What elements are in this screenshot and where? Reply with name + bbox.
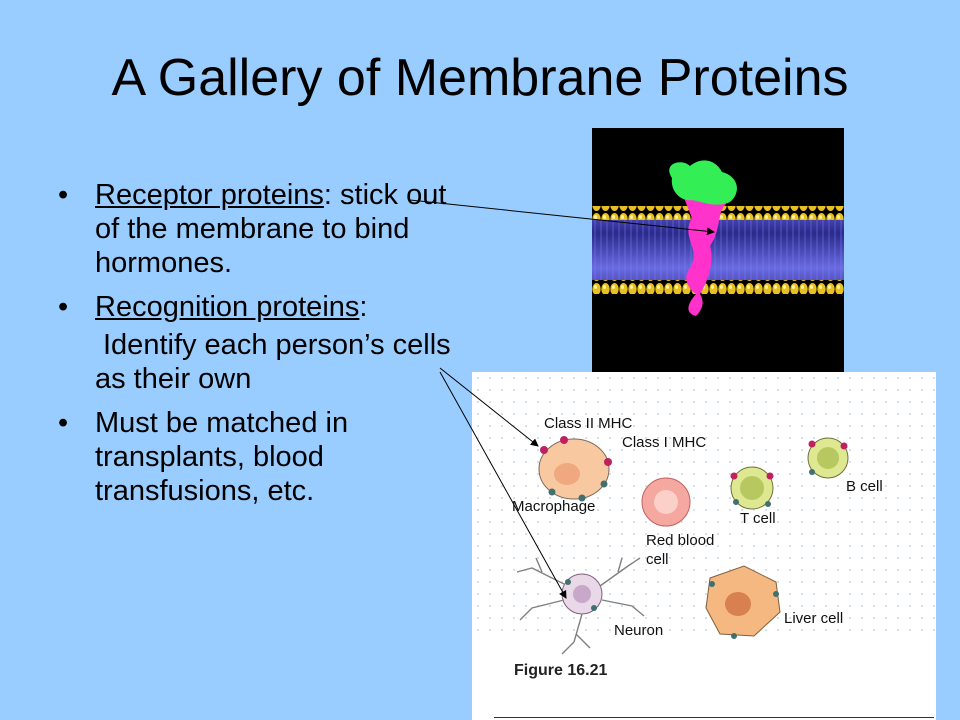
label-liver-cell: Liver cell: [784, 610, 844, 627]
label-neuron: Neuron: [614, 622, 664, 639]
membrane-bilayer-illustration: [592, 160, 844, 316]
bullet-receptor: • Receptor proteins: stick out of the me…: [58, 178, 458, 280]
bullet-text: stick out of the membrane to bind hormon…: [95, 179, 447, 279]
figure-cells-panel: Class II MHC Class I MHC Macrophage Red …: [472, 372, 936, 720]
bullet-heading: Receptor proteins: [95, 179, 324, 211]
bullet-recognition: • Recognition proteins:: [58, 290, 458, 324]
lipid-heads-bottom: [592, 280, 844, 294]
bullet-matching: • Must be matched in transplants, blood …: [58, 406, 458, 508]
label-cell: cell: [646, 551, 669, 568]
bullet-heading-colon: :: [323, 179, 332, 211]
bullet-text: Identify each person’s cells as their ow…: [95, 329, 451, 395]
b-cell: [807, 437, 849, 479]
bullet-list: • Receptor proteins: stick out of the me…: [58, 178, 458, 518]
bullet-heading: Recognition proteins: [95, 291, 360, 323]
label-class-ii-mhc: Class II MHC: [544, 415, 633, 432]
label-b-cell: B cell: [846, 478, 883, 495]
bullet-marker: •: [58, 407, 69, 439]
label-t-cell: T cell: [740, 510, 776, 527]
slide-title: A Gallery of Membrane Proteins: [111, 49, 849, 107]
membrane-protein-image: [592, 128, 844, 380]
bilayer-core: [592, 220, 844, 288]
bullet-text: Must be matched in transplants, blood tr…: [95, 407, 349, 507]
red-blood-cell: [641, 477, 691, 527]
liver-cell: [705, 565, 781, 639]
label-macrophage: Macrophage: [512, 498, 596, 515]
hormone-ligand: [669, 160, 737, 205]
bullet-subtext: Identify each person’s cells as their ow…: [58, 328, 458, 396]
label-class-i-mhc: Class I MHC: [622, 434, 707, 451]
figure-bottom-rule: [494, 717, 934, 718]
bullet-heading-colon: :: [359, 291, 368, 323]
t-cell: [730, 466, 774, 510]
bullet-marker: •: [58, 179, 69, 211]
label-red-blood: Red blood: [646, 532, 715, 549]
bullet-marker: •: [58, 291, 69, 323]
figure-caption: Figure 16.21: [514, 662, 608, 679]
